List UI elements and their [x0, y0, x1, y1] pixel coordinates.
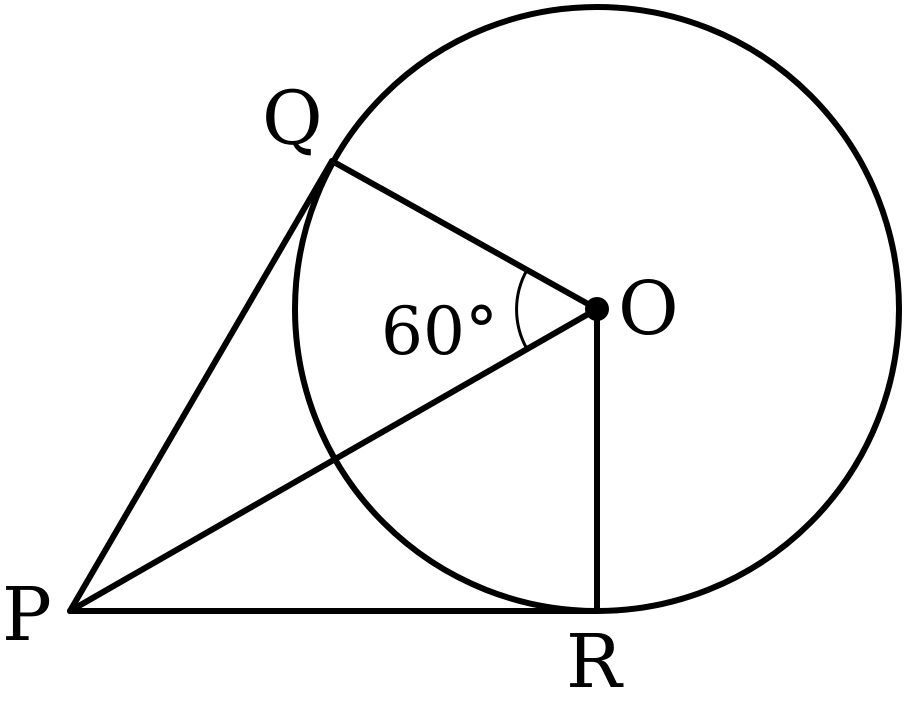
- label-o: O: [618, 266, 679, 352]
- label-q: Q: [262, 76, 323, 162]
- angle-arc: [515, 269, 529, 350]
- center-point: [585, 297, 609, 321]
- angle-label: 60°: [381, 293, 498, 370]
- segment-oq: [329, 158, 600, 312]
- label-r: R: [566, 619, 624, 705]
- segment-op: [67, 306, 600, 614]
- segment-pq: [67, 158, 335, 614]
- label-p: P: [2, 572, 52, 658]
